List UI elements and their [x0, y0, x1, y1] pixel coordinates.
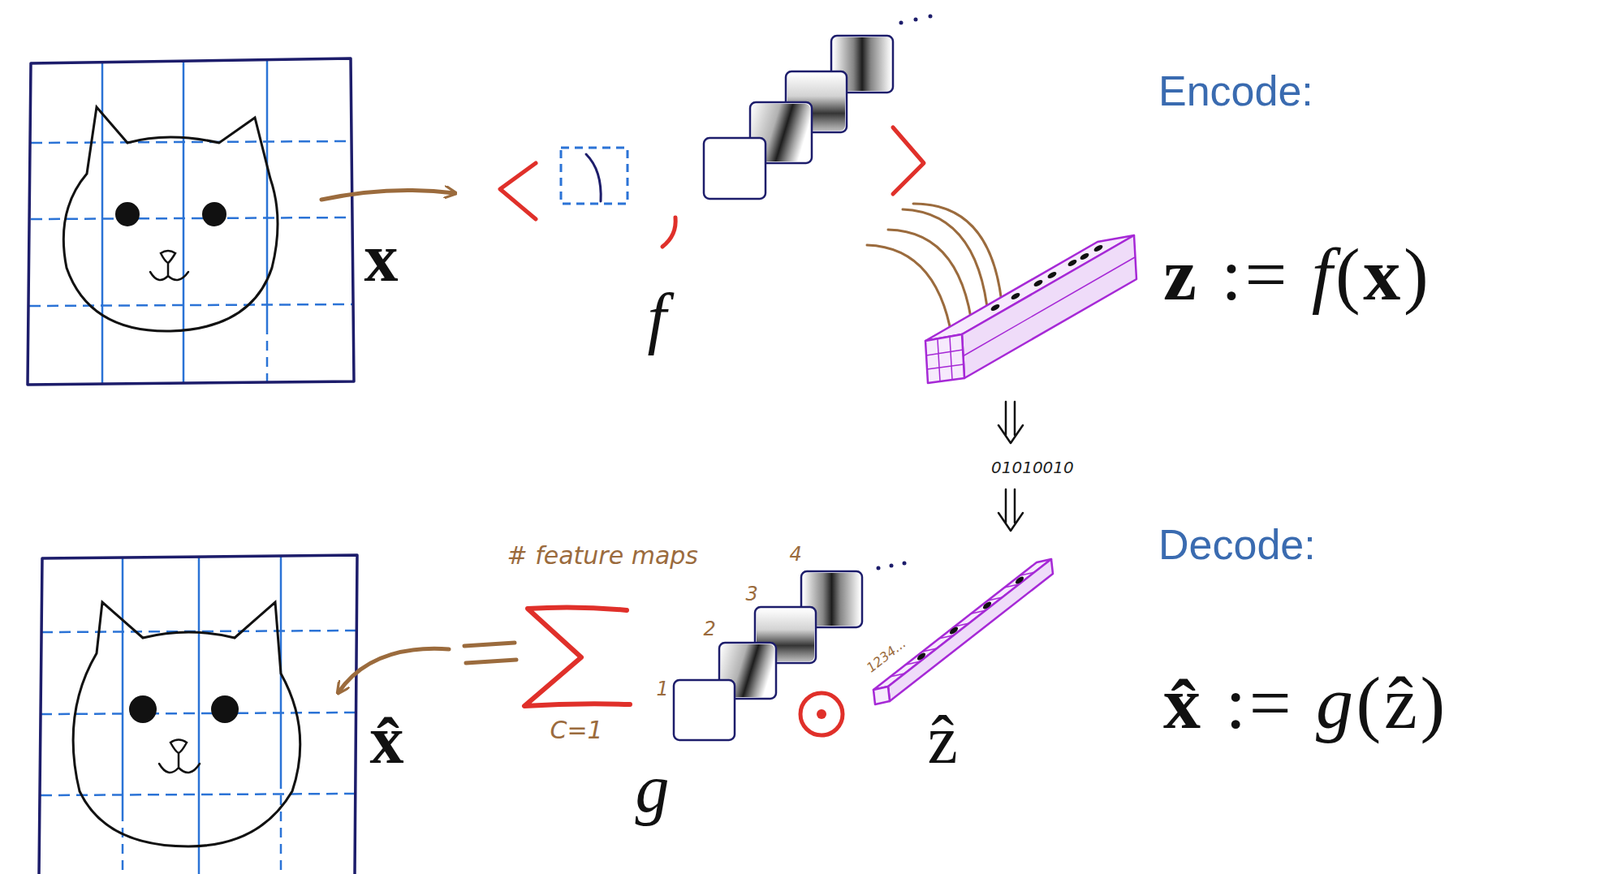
section-heading: Decode: [1158, 521, 1316, 570]
math-glyph: : [1220, 232, 1245, 316]
code-vector [925, 235, 1137, 384]
math-glyph: x [1362, 232, 1404, 316]
sum-index: C=1 [550, 716, 604, 746]
annotation: # feature maps [507, 542, 699, 571]
decode-equation: x̂ := g(ẑ) [1163, 660, 1449, 747]
math-glyph: ẑ [1384, 661, 1421, 745]
variable-label: x̂ [370, 701, 407, 781]
bit-string: 01010010 [991, 458, 1074, 478]
function-label: g [635, 750, 673, 829]
sum-symbol [524, 607, 630, 707]
variable-label: x [364, 219, 402, 298]
math-glyph: g [1315, 661, 1357, 745]
function-label: f [647, 279, 670, 358]
math-glyph: = [1244, 232, 1290, 316]
math-glyph: x [364, 219, 402, 296]
math-glyph: ) [1419, 661, 1448, 745]
math-glyph [1289, 232, 1312, 316]
map-index: 2 [703, 618, 716, 642]
section-heading: Encode: [1158, 67, 1314, 117]
map-index: 1 [656, 678, 669, 702]
output-arrow [338, 648, 449, 693]
math-glyph: f [647, 280, 670, 356]
math-glyph: ) [1403, 232, 1432, 316]
input-image [27, 58, 354, 385]
encoder-filters [500, 14, 933, 248]
product-symbol [800, 693, 843, 736]
map-index: 4 [789, 543, 803, 567]
math-glyph: x̂ [370, 702, 407, 778]
math-glyph [1293, 661, 1316, 745]
equals-sign [464, 642, 517, 664]
math-glyph: = [1249, 661, 1295, 745]
variable-label: ẑ [927, 701, 962, 781]
math-glyph: ẑ [927, 702, 962, 778]
math-glyph [1199, 232, 1222, 316]
input-arrow [321, 189, 455, 200]
reconstructed-image [38, 555, 358, 874]
math-glyph: ( [1356, 661, 1385, 745]
math-glyph [1203, 661, 1226, 745]
decoder-filters [673, 561, 907, 742]
math-glyph: ( [1335, 232, 1363, 316]
math-glyph: g [635, 750, 673, 827]
encode-equation: z := f(x) [1163, 232, 1432, 319]
math-glyph: z [1163, 232, 1200, 316]
map-index: 3 [746, 583, 759, 607]
math-glyph: : [1224, 661, 1249, 745]
index-annotation: 1234... [863, 636, 909, 677]
math-glyph: f [1311, 232, 1336, 316]
received-code-vector [873, 559, 1053, 705]
math-glyph: x̂ [1163, 661, 1204, 745]
